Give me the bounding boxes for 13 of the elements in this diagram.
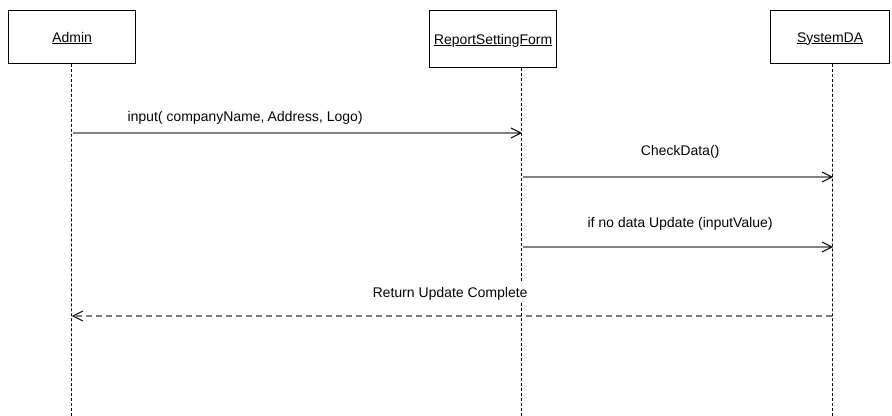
lifeline — [832, 64, 834, 416]
lifeline — [71, 64, 73, 416]
message-arrow — [72, 127, 522, 139]
participant-box — [770, 10, 890, 64]
participant-name: Admin — [52, 28, 92, 46]
participant-name: SystemDA — [796, 28, 864, 47]
return-message-arrow — [72, 310, 832, 322]
message-label: Return Update Complete — [370, 282, 530, 303]
participant-name: ReportSettingForm — [434, 30, 552, 49]
message-arrow — [522, 241, 833, 253]
message-arrow — [522, 171, 833, 183]
participant-box — [8, 10, 136, 64]
participant-box — [429, 10, 557, 68]
